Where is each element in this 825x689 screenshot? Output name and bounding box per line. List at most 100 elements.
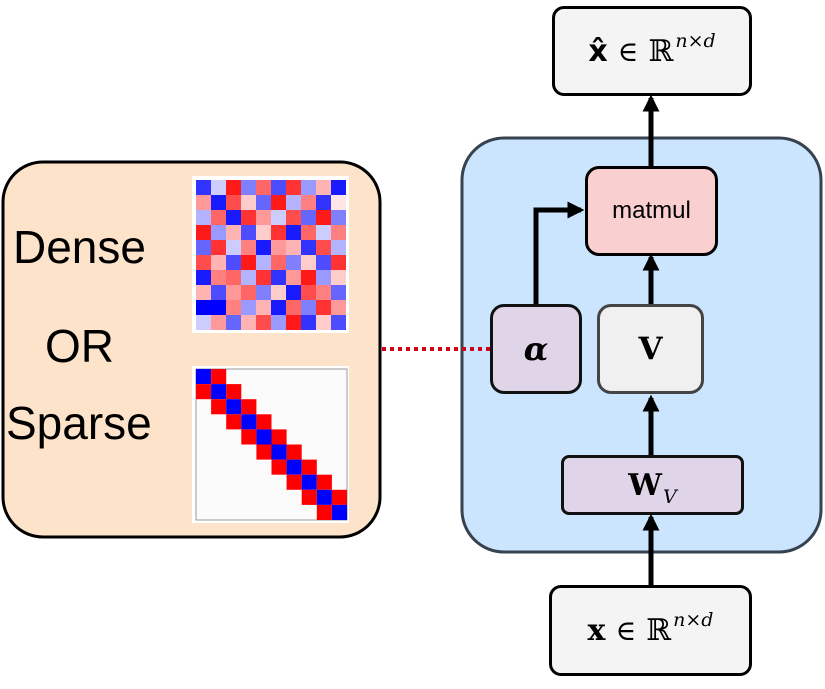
dense-cell [331,225,346,240]
wv-formula: W V [628,467,676,508]
dense-cell [286,195,301,210]
dense-cell [226,300,241,315]
dense-cell [226,315,241,330]
dense-cell [286,315,301,330]
dense-cell [211,285,226,300]
wv-symbol: W [628,467,662,503]
sparse-cell [271,444,287,460]
wv-subscript: V [662,485,677,508]
sparse-cell [241,399,257,415]
alpha-box: α [490,304,582,394]
dense-cell [286,255,301,270]
sparse-cell [211,399,227,415]
dense-label: Dense [13,221,146,273]
dense-cell [226,180,241,195]
input-dims: n×d [673,609,714,631]
dense-cell [241,225,256,240]
arrow-alpha-to-matmul [533,201,585,306]
dense-cell [316,270,331,285]
sparse-cell [211,369,227,385]
dense-cell [286,270,301,285]
dense-cell [241,180,256,195]
v-label: V [638,331,663,367]
dense-cell [301,240,316,255]
dense-cell [286,180,301,195]
sparse-cell [271,459,287,475]
dense-cell [211,270,226,285]
dense-cell [226,270,241,285]
sparse-matrix [196,369,347,520]
dense-cell [226,240,241,255]
dense-cell [241,315,256,330]
output-formula: x̂ ∈ ℝ n×d [588,30,715,69]
dense-cell [241,240,256,255]
dense-cell [316,240,331,255]
dense-cell [211,225,226,240]
dense-cell [316,180,331,195]
dense-cell [271,255,286,270]
dense-cell [286,240,301,255]
dense-cell [196,285,211,300]
dense-cell [196,210,211,225]
sparse-cell [331,504,347,520]
dense-cell [196,195,211,210]
element-of-symbol: ∈ [617,34,639,68]
dense-cell [211,195,226,210]
sparse-cell [241,429,257,445]
dense-cell [256,315,271,330]
dense-cell [301,210,316,225]
dense-cell [256,225,271,240]
dense-cell [301,180,316,195]
real-set-symbol: ℝ [648,33,674,69]
sparse-cell [331,489,347,505]
dense-cell [196,315,211,330]
dense-cell [211,300,226,315]
dense-cell [196,225,211,240]
dense-cell [316,285,331,300]
dense-cell [196,255,211,270]
dense-cell [301,270,316,285]
dense-cell [211,180,226,195]
matmul-label: matmul [612,197,691,224]
real-set-symbol: ℝ [646,613,672,648]
sparse-cell [316,504,332,520]
dense-cell [301,195,316,210]
sparse-cell [256,414,272,430]
dense-cell [286,300,301,315]
dense-cell [301,315,316,330]
alpha-label: α [523,330,549,368]
sparse-cell [241,414,257,430]
dense-cell [211,210,226,225]
or-label: OR [45,320,114,372]
input-formula: x ∈ ℝ n×d [588,609,714,648]
dense-cell [271,180,286,195]
sparse-cell [256,444,272,460]
sparse-cell [226,414,242,430]
dense-cell [256,240,271,255]
dense-cell [226,255,241,270]
output-symbol: x̂ [588,33,608,69]
dense-cell [286,225,301,240]
sparse-cell [286,474,302,490]
sparse-cell [226,384,242,400]
dense-cell [331,240,346,255]
dense-cell [271,315,286,330]
v-box: V [597,304,704,394]
sparse-label: Sparse [6,397,152,449]
sparse-cell [196,384,212,400]
dense-cell [211,255,226,270]
dense-cell [271,195,286,210]
dense-cell [301,285,316,300]
sparse-cell [301,489,317,505]
dense-cell [271,270,286,285]
output-box: x̂ ∈ ℝ n×d [552,6,752,96]
dense-cell [226,285,241,300]
dense-cell [301,225,316,240]
dense-cell [271,285,286,300]
dense-matrix [196,180,346,330]
dense-cell [331,195,346,210]
sparse-cell [316,489,332,505]
dense-cell [331,210,346,225]
dense-cell [211,315,226,330]
dense-cell [271,300,286,315]
